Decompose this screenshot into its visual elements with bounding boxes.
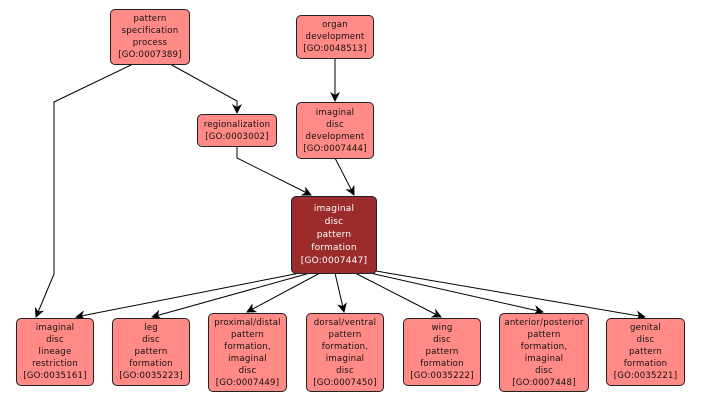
node-label-line: disc: [324, 216, 344, 227]
node-label-line: proximal/distal: [214, 317, 281, 328]
node-genital-disc-pattern-formation[interactable]: genital disc pattern formation [GO:0035221]: [606, 318, 685, 386]
edge-focus-to-genital: [375, 270, 646, 321]
node-label-line: disc: [142, 335, 160, 345]
node-label-line: disc: [46, 335, 64, 345]
node-label-line: pattern: [629, 347, 662, 357]
node-label-line: [GO:0035221]: [613, 371, 678, 381]
node-label-line: imaginal: [35, 323, 75, 333]
node-label-line: formation: [129, 359, 173, 369]
node-label-line: formation: [420, 359, 464, 369]
node-label-line: formation,: [224, 341, 271, 352]
node-label-line: formation,: [520, 341, 568, 352]
edge-focus-to-lineage: [75, 272, 301, 321]
node-label-line: wing: [431, 323, 453, 333]
node-label-line: specification: [121, 26, 179, 36]
edge-focus-to-dors-ventral: [334, 272, 347, 313]
node-label-line: disc: [535, 365, 553, 376]
node-leg-disc-pattern-formation[interactable]: leg disc pattern formation [GO:0035223]: [112, 318, 190, 386]
node-label-line: formation: [311, 242, 357, 253]
node-label-line: pattern: [425, 347, 459, 357]
edge-imaginal-disc-dev-to-focus: [334, 157, 355, 196]
edge-regionalization-to-focus: [236, 146, 312, 196]
edge-pattern-spec-to-lineage: [34, 63, 134, 318]
node-label-line: imaginal: [325, 353, 365, 364]
node-label-line: organ: [322, 20, 348, 30]
node-label-line: [GO:0048513]: [303, 44, 367, 54]
node-label-line: [GO:0003002]: [205, 131, 269, 142]
node-label-line: development: [305, 131, 365, 142]
node-label-line: pattern: [134, 347, 168, 357]
edge-pattern-spec-to-regionalization: [169, 63, 242, 114]
edge-focus-to-leg: [151, 272, 311, 320]
node-label-line: [GO:0007450]: [313, 377, 377, 388]
node-label-line: pattern: [231, 329, 264, 340]
edge-focus-to-ant-post: [369, 272, 544, 315]
node-label-line: leg: [144, 323, 158, 333]
node-label-line: development: [305, 32, 365, 42]
node-label-line: imaginal: [313, 203, 355, 214]
node-label-line: [GO:0007449]: [215, 377, 280, 388]
node-imaginal-disc-lineage-restriction[interactable]: imaginal disc lineage restriction [GO:003516…: [16, 318, 94, 386]
node-label-line: [GO:0035222]: [410, 371, 474, 381]
node-label-line: disc: [326, 119, 344, 130]
node-label-line: process: [132, 38, 168, 48]
node-label-line: formation,: [321, 341, 369, 352]
node-label-line: disc: [636, 335, 655, 345]
node-label-line: [GO:0007389]: [118, 50, 182, 60]
node-label-line: anterior/posterior: [504, 317, 584, 328]
node-imaginal-disc-pattern-formation[interactable]: imaginal disc pattern formation [GO:0007447]: [291, 196, 377, 274]
node-organ-development[interactable]: organ development [GO:0048513]: [296, 15, 374, 59]
node-label-line: disc: [336, 365, 354, 376]
node-label-line: genital: [630, 323, 661, 333]
edge-focus-to-wing: [354, 272, 442, 318]
node-label-line: [GO:0035223]: [119, 371, 183, 381]
node-label-line: restriction: [32, 359, 78, 369]
node-label-line: pattern: [316, 229, 352, 240]
node-label-line: disc: [433, 335, 451, 345]
node-label-line: imaginal: [228, 353, 267, 364]
node-label-line: [GO:0007448]: [512, 377, 576, 388]
node-wing-disc-pattern-formation[interactable]: wing disc pattern formation [GO:0035222]: [403, 318, 481, 386]
node-label-line: lineage: [38, 347, 72, 357]
node-label-line: formation: [623, 359, 668, 369]
node-label-line: pattern: [133, 14, 167, 24]
node-label-line: dorsal/ventral: [313, 317, 377, 328]
node-label-line: regionalization: [203, 119, 271, 130]
node-label-line: pattern: [527, 329, 561, 340]
node-pattern-specification-process[interactable]: pattern specification process [GO:0007389]: [110, 9, 190, 65]
node-label-line: pattern: [328, 329, 362, 340]
node-label-line: [GO:0035161]: [23, 371, 87, 381]
node-label-line: disc: [238, 365, 257, 376]
node-label-line: [GO:0007447]: [300, 255, 368, 266]
node-label-line: imaginal: [524, 353, 564, 364]
node-label-line: imaginal: [315, 107, 355, 118]
node-regionalization[interactable]: regionalization[GO:0003002]: [197, 114, 277, 147]
edge-focus-to-prox-distal: [246, 272, 321, 313]
node-label-line: [GO:0007444]: [303, 143, 367, 154]
